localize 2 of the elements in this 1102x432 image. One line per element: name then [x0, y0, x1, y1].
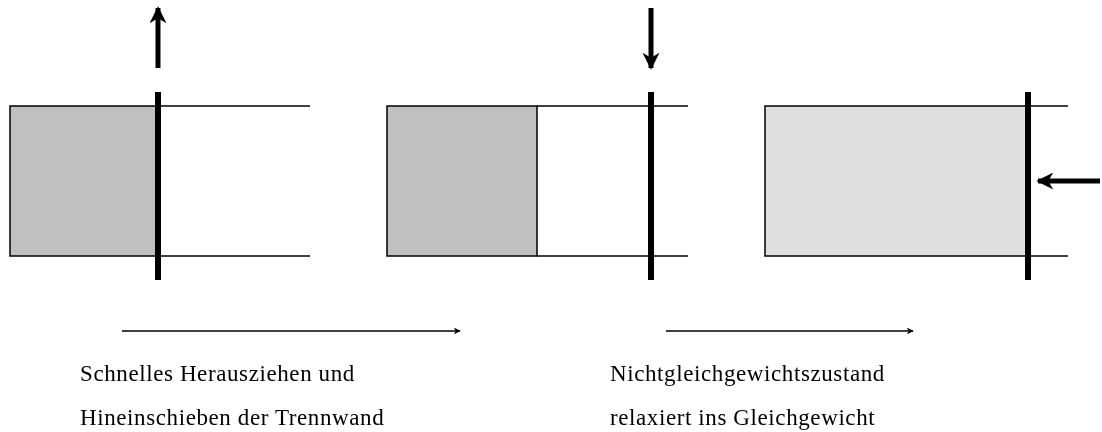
- step-description: Schnelles Herausziehen und Hineinschieben der Trennwand: [80, 360, 386, 432]
- step-description: Nichtgleichgewichtszustand relaxiert ins Gleichgewicht: [610, 360, 886, 432]
